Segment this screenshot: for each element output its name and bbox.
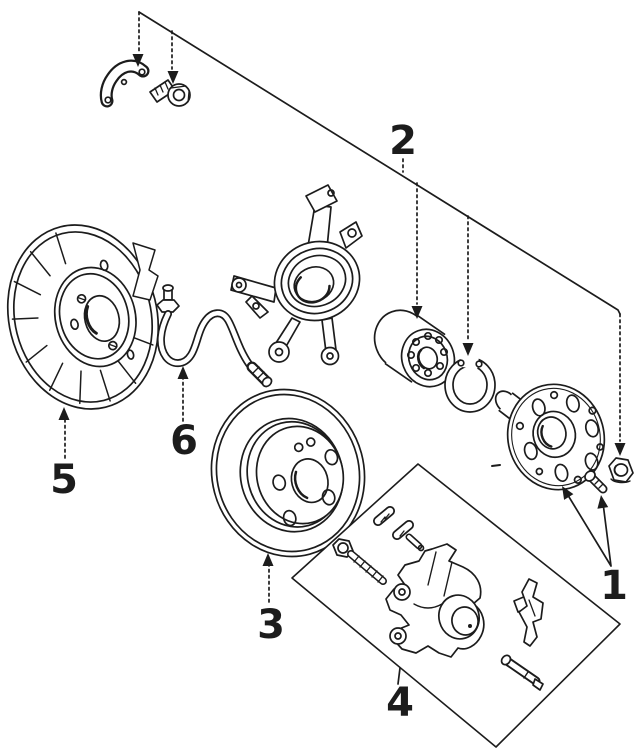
pad-pin — [500, 654, 544, 691]
wheel-bearing — [373, 309, 456, 388]
brake-hose — [156, 284, 273, 388]
callout-2-bearing: 2 — [389, 118, 417, 164]
bleeder-caps — [373, 506, 425, 552]
mounting-bolt — [149, 79, 191, 107]
leader-callout-4 — [397, 667, 401, 685]
snap-ring — [444, 346, 496, 413]
brake-caliper — [385, 543, 485, 658]
caliper-group-box — [291, 463, 621, 748]
hub-nut — [608, 457, 634, 484]
leader-arrowheads — [58, 54, 626, 566]
leader-lines — [64, 11, 621, 685]
scan-mark — [491, 464, 501, 467]
leader-callout-1 — [565, 491, 612, 567]
brake-rotor — [210, 388, 366, 558]
caliper-guide-bolt — [332, 538, 387, 585]
pad-spring-clip — [513, 578, 544, 647]
callout-3-rotor: 3 — [257, 602, 285, 648]
callout-1-hub: 1 — [600, 563, 628, 609]
wheel-stud — [584, 470, 608, 494]
steering-knuckle — [230, 184, 363, 366]
wheel-hub — [491, 383, 606, 491]
callout-4-caliper: 4 — [386, 680, 414, 726]
callout-5-backing-plate: 5 — [50, 457, 78, 503]
backing-plate — [6, 224, 160, 410]
leader-main-diagonal — [138, 11, 621, 315]
callout-6-brake-hose: 6 — [170, 418, 198, 464]
retainer-clip — [99, 59, 150, 108]
